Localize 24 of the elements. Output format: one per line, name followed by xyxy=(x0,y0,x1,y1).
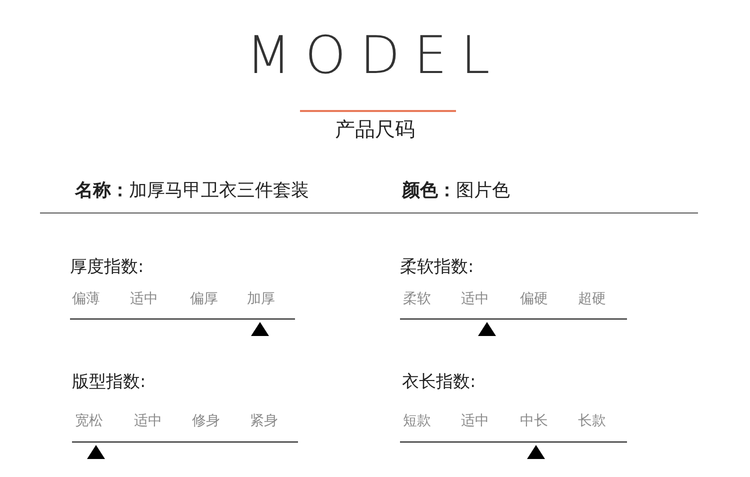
scale-option: 短款 xyxy=(403,414,431,430)
title: MODEL xyxy=(245,28,505,86)
scale-option: 适中 xyxy=(461,414,489,430)
scale-option: 偏厚 xyxy=(190,292,218,308)
scale-heading: 厚度指数: xyxy=(70,258,144,277)
scale-option: 加厚 xyxy=(247,292,275,308)
scale-option: 柔软 xyxy=(403,292,431,308)
product-color: 颜色：图片色 xyxy=(402,181,510,201)
scale-option: 中长 xyxy=(520,414,548,430)
scale-heading: 版型指数: xyxy=(72,373,146,392)
scale-option: 紧身 xyxy=(250,414,278,430)
scale-option: 偏硬 xyxy=(520,292,548,308)
product-name: 名称：加厚马甲卫衣三件套装 xyxy=(75,181,309,201)
scale-heading: 柔软指数: xyxy=(400,258,474,277)
scale-option: 适中 xyxy=(134,414,162,430)
subtitle: 产品尺码 xyxy=(334,118,416,140)
scale-option: 修身 xyxy=(192,414,220,430)
scale-option: 偏薄 xyxy=(72,292,100,308)
scale-option: 适中 xyxy=(130,292,158,308)
scale-option: 长款 xyxy=(578,414,606,430)
scale-option: 宽松 xyxy=(75,414,103,430)
scale-option: 超硬 xyxy=(578,292,606,308)
scale-option: 适中 xyxy=(461,292,489,308)
scale-heading: 衣长指数: xyxy=(402,373,476,392)
